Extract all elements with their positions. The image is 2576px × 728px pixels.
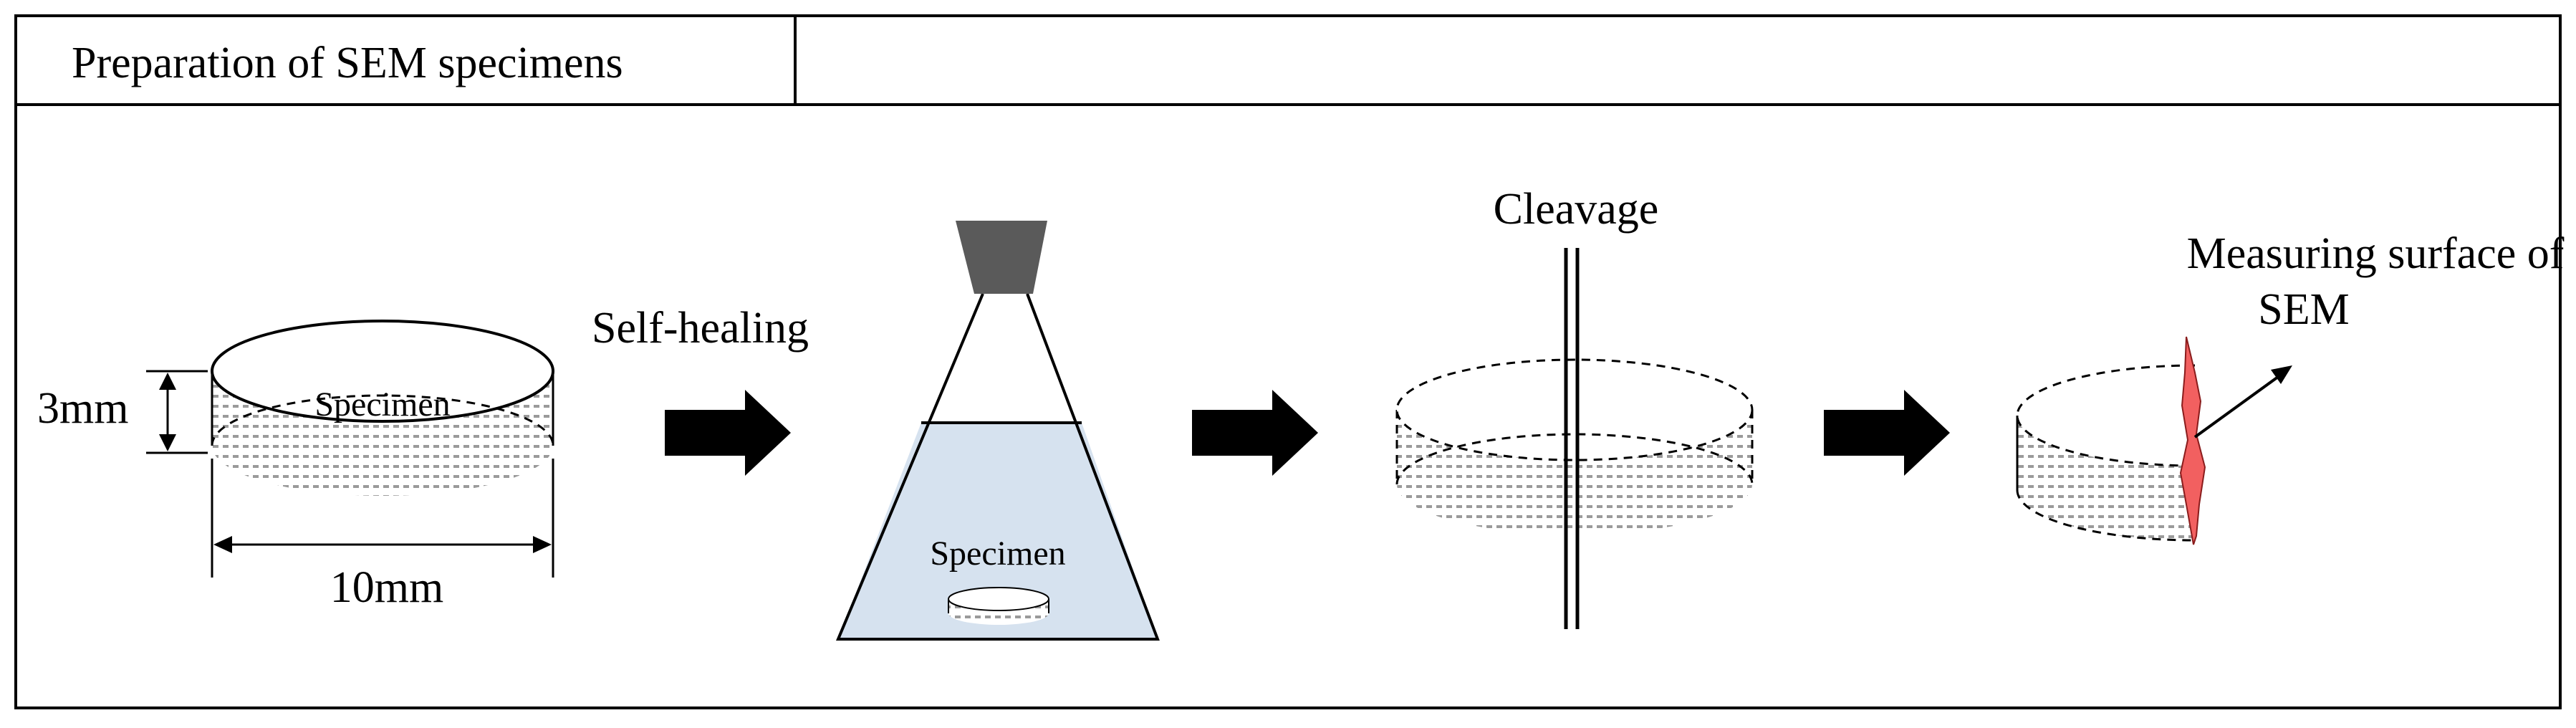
step1-specimen-label: Specimen — [314, 385, 450, 423]
height-label: 3mm — [37, 384, 128, 433]
step1-specimen-disk: Specimen — [211, 320, 554, 496]
outer-frame — [14, 14, 2562, 709]
disk-top-ellipse — [211, 320, 554, 423]
arrow-2 — [1192, 390, 1318, 476]
cleavage-line — [1564, 248, 1580, 629]
diagram-title: Preparation of SEM specimens — [72, 39, 623, 87]
disk-bottom-hidden-edge — [211, 394, 554, 446]
step3-cleaved-disk — [1395, 358, 1754, 535]
width-label: 10mm — [330, 563, 443, 612]
step4-half-specimen — [2016, 364, 2196, 542]
flask-stopper — [956, 221, 1047, 294]
flask-outline — [835, 293, 1160, 641]
arrow-1 — [665, 390, 791, 476]
measuring-label-line2: SEM — [2258, 285, 2349, 334]
step2-small-specimen — [948, 587, 1049, 625]
height-dimension — [146, 370, 208, 454]
width-dimension — [211, 459, 554, 578]
disk-side-band — [212, 371, 553, 496]
pointer-arrow — [2193, 365, 2292, 439]
measuring-label-line1: Measuring surface of — [2187, 229, 2565, 278]
step2-specimen-label: Specimen — [930, 535, 1065, 573]
cleavage-label: Cleavage — [1494, 185, 1659, 234]
step2-flask — [835, 221, 1160, 641]
measuring-surface — [2179, 336, 2206, 545]
self-healing-label: Self-healing — [592, 304, 809, 353]
flask-liquid — [838, 423, 1158, 639]
arrow-3 — [1824, 390, 1950, 476]
